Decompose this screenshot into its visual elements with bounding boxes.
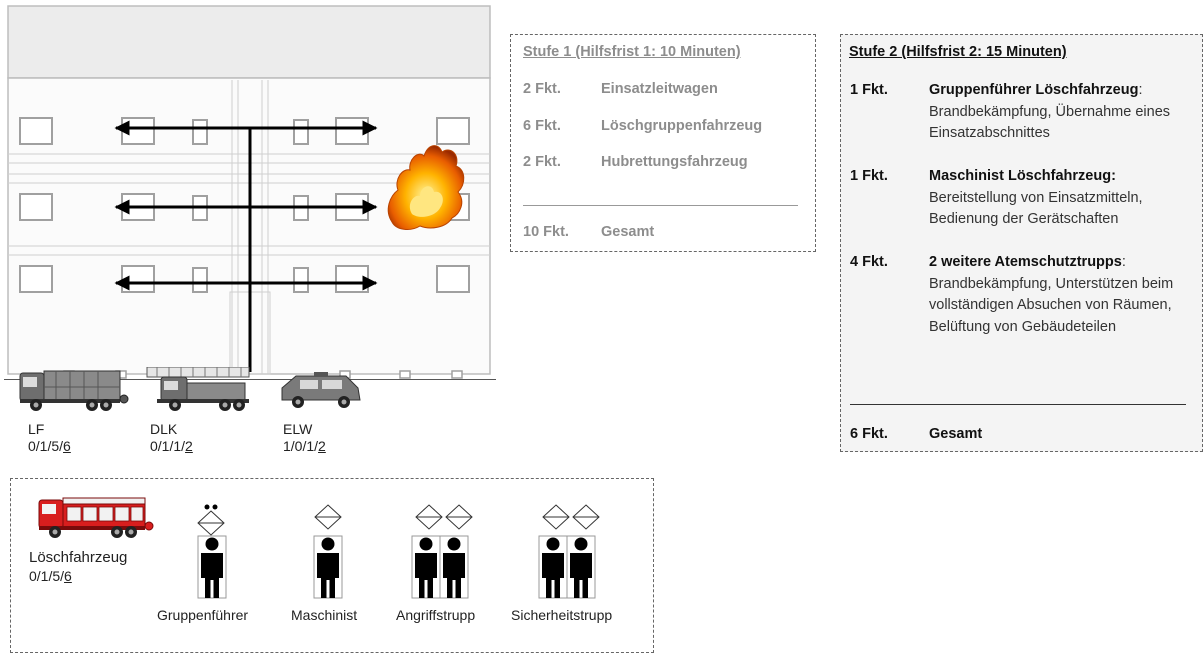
vehicle-strength: 0/1/5/6 (28, 438, 71, 454)
role-label-sicherheitstrupp: Sicherheitstrupp (511, 607, 613, 623)
vehicle-label-elw: ELW 1/0/1/2 (283, 421, 326, 455)
stufe1-total: 10 Fkt.Gesamt (523, 224, 655, 240)
role-label-maschinist: Maschinist (291, 607, 358, 623)
red-fire-truck-icon (38, 497, 154, 538)
stufe1-row: 2 Fkt.Einsatzleitwagen (523, 81, 718, 97)
elw-command-car-icon (281, 372, 361, 408)
role-label-angriffstrupp: Angriffstrupp (396, 607, 476, 623)
building-illustration (4, 5, 496, 380)
vehicle-strength: 0/1/1/2 (150, 438, 193, 454)
stufe2-entry: 2 weitere Atemschutztrupps: Brandbekämpf… (929, 254, 1174, 335)
stufe2-total-count: 6 Fkt. (850, 426, 888, 442)
stufe1-title: Stufe 1 (Hilfsfrist 1: 10 Minuten) (523, 44, 741, 60)
stufe1-box: Stufe 1 (Hilfsfrist 1: 10 Minuten) 2 Fkt… (510, 34, 816, 252)
angriffstrupp-figure (411, 504, 473, 599)
stufe2-total-label: Gesamt (929, 426, 983, 442)
vehicle-abbr: ELW (283, 421, 313, 437)
stufe2-entry: Maschinist Löschfahrzeug: Bereitstellung… (929, 168, 1143, 227)
fire-icon (387, 145, 465, 230)
crew-figures (197, 504, 600, 599)
maschinist-figure (313, 504, 343, 599)
roof (7, 5, 491, 79)
vehicle-label-lf: LF 0/1/5/6 (28, 421, 71, 455)
crew-box: Löschfahrzeug 0/1/5/6 (10, 478, 654, 653)
stufe2-count: 1 Fkt. (850, 82, 888, 98)
stufe2-count: 4 Fkt. (850, 254, 888, 270)
stufe2-box: Stufe 2 (Hilfsfrist 2: 15 Minuten) 1 Fkt… (840, 34, 1203, 452)
stufe2-count: 1 Fkt. (850, 168, 888, 184)
crew-vehicle-strength: 0/1/5/6 (29, 568, 72, 584)
role-label-gruppenfuehrer: Gruppenführer (157, 607, 249, 623)
vehicle-strength: 1/0/1/2 (283, 438, 326, 454)
stufe1-row: 2 Fkt.Hubrettungsfahrzeug (523, 154, 748, 170)
stufe1-separator (523, 205, 798, 206)
lf-truck-icon (19, 370, 129, 411)
gruppenfuehrer-figure (197, 504, 227, 599)
stufe2-separator (850, 404, 1186, 405)
crew-vehicle-name: Löschfahrzeug (29, 549, 128, 566)
sicherheitstrupp-figure (538, 504, 600, 599)
dlk-ladder-truck-icon (146, 367, 250, 411)
vehicle-abbr: DLK (150, 421, 178, 437)
stufe2-title: Stufe 2 (Hilfsfrist 2: 15 Minuten) (849, 44, 1067, 60)
vehicle-abbr: LF (28, 421, 45, 437)
stufe2-entry: Gruppenführer Löschfahrzeug: Brandbekämp… (929, 82, 1171, 141)
vehicle-label-dlk: DLK 0/1/1/2 (150, 421, 193, 455)
stufe1-row: 6 Fkt.Löschgruppenfahrzeug (523, 118, 763, 134)
hose-lines (114, 120, 378, 372)
